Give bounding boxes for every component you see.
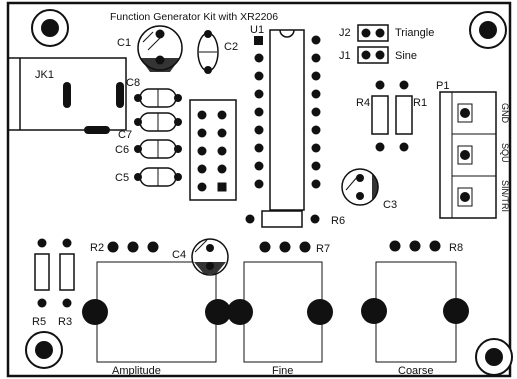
terminal-block-p1	[439, 91, 497, 219]
mounting-hole-top-right	[469, 11, 507, 49]
label-r6: R6	[331, 215, 345, 227]
label-c5: C5	[115, 172, 129, 184]
label-p1: P1	[436, 80, 449, 92]
resistor-r6	[245, 210, 320, 228]
label-c6: C6	[115, 144, 129, 156]
capacitor-c5	[134, 167, 182, 187]
label-j2: J2	[339, 27, 351, 39]
label-c4: C4	[172, 249, 186, 261]
capacitor-c2	[197, 30, 219, 74]
capacitor-c4	[191, 238, 229, 276]
label-r5: R5	[32, 316, 46, 328]
label-c8: C8	[126, 77, 140, 89]
capacitor-c7	[134, 112, 182, 132]
label-amplitude: Amplitude	[112, 365, 161, 377]
mounting-hole-bottom-right	[475, 338, 513, 376]
label-fine: Fine	[272, 365, 293, 377]
capacitor-c3	[341, 168, 379, 206]
board-outline	[6, 1, 512, 378]
resistor-r5	[34, 238, 50, 308]
mounting-hole-bottom-left	[25, 331, 63, 369]
potentiometer-r8-coarse	[361, 240, 469, 363]
potentiometer-r2-amplitude	[82, 241, 231, 363]
jumper-header-block	[189, 99, 237, 201]
label-r8: R8	[449, 242, 463, 254]
capacitor-c6	[134, 139, 182, 159]
label-triangle: Triangle	[395, 27, 434, 39]
label-jk1: JK1	[35, 69, 54, 81]
label-r7: R7	[316, 243, 330, 255]
jumper-j1	[357, 46, 389, 64]
resistor-r1	[395, 80, 413, 152]
capacitor-c1	[137, 25, 183, 72]
label-c1: C1	[117, 37, 131, 49]
resistor-r3	[59, 238, 75, 308]
ic-u1	[254, 29, 321, 211]
label-c7: C7	[118, 129, 132, 141]
label-coarse: Coarse	[398, 365, 433, 377]
board-title: Function Generator Kit with XR2206	[110, 11, 278, 23]
label-sin-tri: SIN/TRI	[500, 180, 510, 212]
label-squ: SQU	[500, 143, 510, 163]
label-r1: R1	[413, 97, 427, 109]
label-r2: R2	[90, 242, 104, 254]
label-j1: J1	[339, 50, 351, 62]
label-u1: U1	[250, 24, 264, 36]
label-c3: C3	[383, 199, 397, 211]
label-gnd: GND	[500, 103, 510, 124]
label-c2: C2	[224, 41, 238, 53]
potentiometer-r7-fine	[227, 241, 333, 363]
capacitor-c8	[134, 88, 182, 108]
mounting-hole-top-left	[31, 9, 69, 47]
jack-jk1	[7, 57, 127, 134]
jumper-j2	[357, 24, 389, 42]
resistor-r4	[371, 80, 389, 152]
label-r4: R4	[356, 97, 370, 109]
label-sine: Sine	[395, 50, 417, 62]
label-r3: R3	[58, 316, 72, 328]
